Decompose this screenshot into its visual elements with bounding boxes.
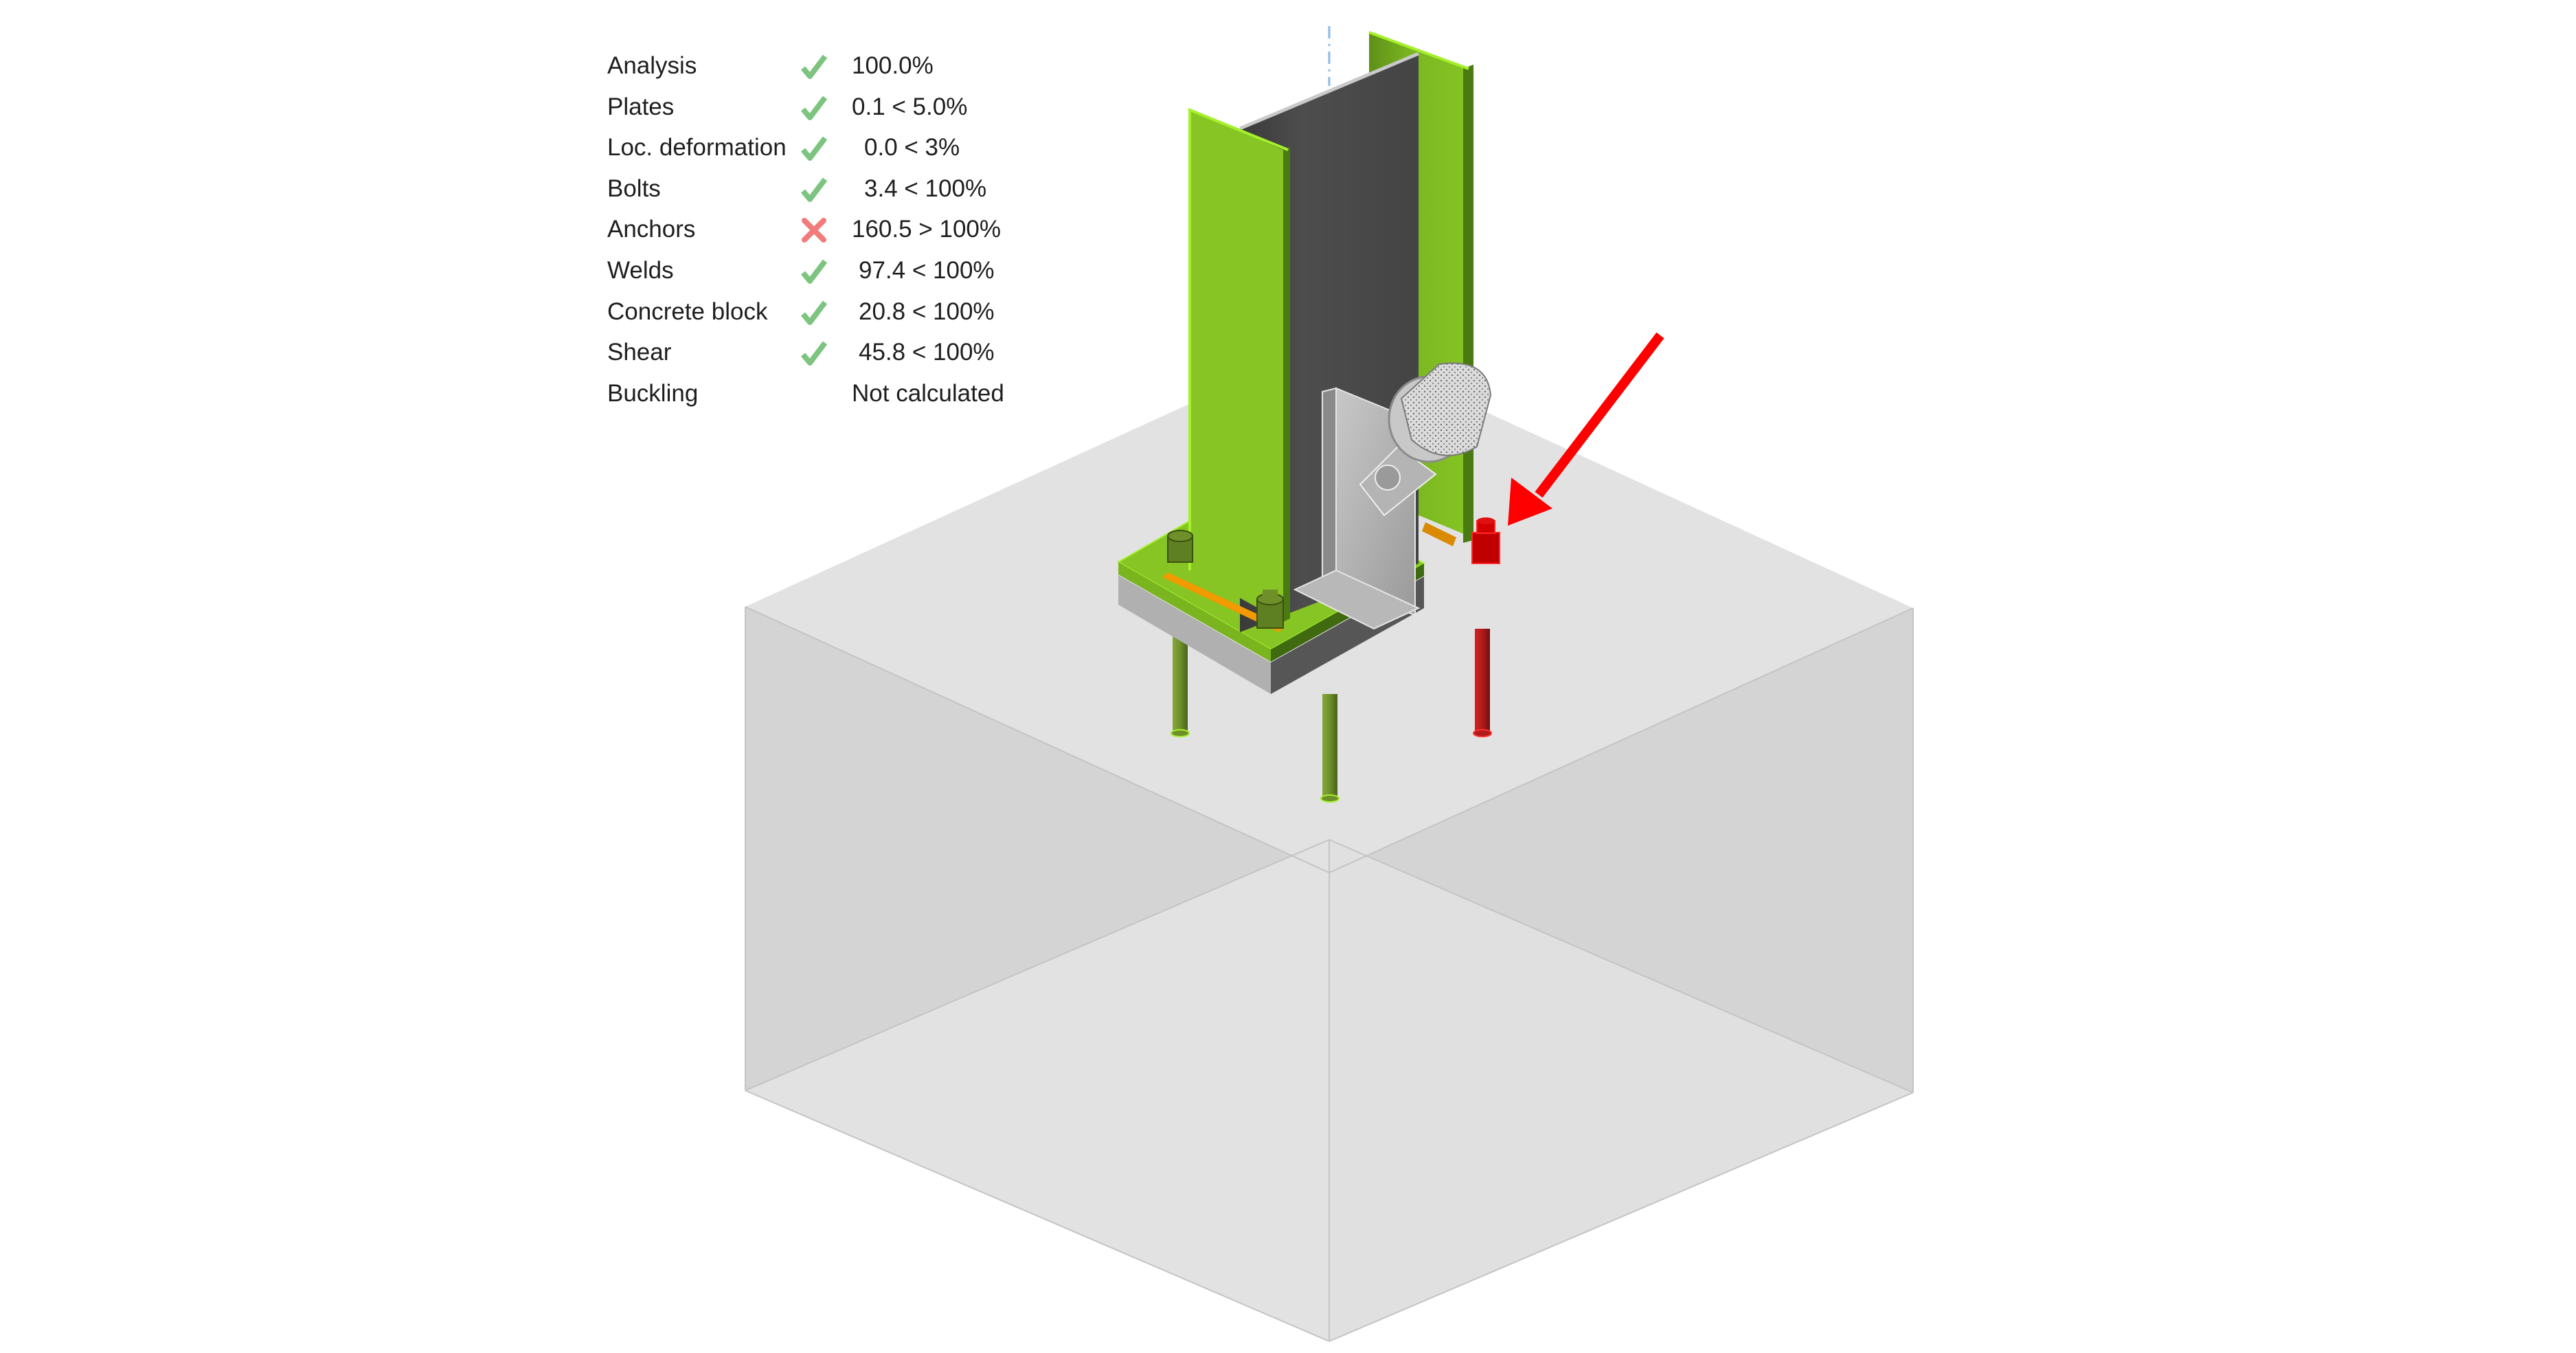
- result-value: 160.5 > 100%: [852, 216, 1001, 243]
- column-left-flange: [1190, 110, 1283, 622]
- result-row-anchors: Anchors 160.5 > 100%: [607, 213, 1088, 254]
- anchor-nut-left[interactable]: [1167, 530, 1193, 563]
- check-icon: [800, 341, 828, 366]
- result-label: Buckling: [607, 379, 699, 407]
- weld-left-flange[interactable]: [1162, 572, 1285, 632]
- result-label: Loc. deformation: [607, 134, 787, 161]
- result-value: 20.8 < 100%: [859, 298, 995, 325]
- mesh-cylinder: [1400, 362, 1492, 456]
- check-icon: [800, 96, 828, 120]
- anchor-rod-front[interactable]: [1322, 694, 1337, 798]
- result-value: 3.4 < 100%: [864, 175, 987, 202]
- anchor-rod-right-failing[interactable]: [1475, 629, 1490, 733]
- result-label: Plates: [607, 93, 675, 120]
- result-row-shear: Shear 45.8 < 100%: [607, 336, 1088, 377]
- result-value: 0.0 < 3%: [864, 134, 960, 161]
- concrete-bottom-right: [1329, 840, 1913, 1341]
- result-row-buckling: Buckling Not calculated: [607, 377, 1088, 418]
- result-row-analysis: Analysis 100.0%: [607, 49, 1088, 91]
- result-value: Not calculated: [852, 379, 1004, 407]
- result-row-welds: Welds 97.4 < 100%: [607, 254, 1088, 295]
- cross-icon: [802, 218, 826, 243]
- anchor-rods[interactable]: [1171, 629, 1492, 803]
- weld-right-flange[interactable]: [1422, 522, 1456, 546]
- anchor-nut-front[interactable]: [1256, 590, 1284, 629]
- cleat-bolt: [1375, 465, 1401, 491]
- check-icon: [800, 300, 828, 325]
- check-icon: [800, 177, 828, 202]
- result-row-loc-deformation: Loc. deformation 0.0 < 3%: [607, 131, 1088, 172]
- concrete-bottom-left: [745, 840, 1329, 1341]
- result-row-concrete-block: Concrete block 20.8 < 100%: [607, 295, 1088, 337]
- check-icon: [800, 136, 828, 161]
- result-label: Welds: [607, 256, 674, 284]
- result-value: 97.4 < 100%: [859, 256, 995, 284]
- welds[interactable]: [1162, 522, 1456, 632]
- anchor-nuts[interactable]: [1167, 517, 1500, 629]
- result-value: 0.1 < 5.0%: [852, 93, 968, 120]
- results-summary-table: Analysis 100.0% Plates 0.1 < 5.0% Loc. d…: [607, 49, 1088, 418]
- base-plate-left-edge: [1118, 562, 1271, 662]
- result-label: Anchors: [607, 216, 696, 243]
- result-label: Analysis: [607, 52, 697, 79]
- result-value: 45.8 < 100%: [859, 339, 995, 366]
- check-icon: [800, 54, 828, 79]
- result-row-plates: Plates 0.1 < 5.0%: [607, 91, 1088, 132]
- anchor-nut-right-failing[interactable]: [1471, 517, 1500, 564]
- result-label: Concrete block: [607, 298, 768, 325]
- shear-angle-cleat[interactable]: [1293, 362, 1492, 630]
- result-row-bolts: Bolts 3.4 < 100%: [607, 172, 1088, 214]
- result-value: 100.0%: [852, 52, 934, 79]
- annotation-arrow: [1508, 332, 1664, 526]
- result-label: Shear: [607, 339, 672, 366]
- anchor-rod-left[interactable]: [1173, 629, 1188, 733]
- check-icon: [800, 259, 828, 284]
- result-label: Bolts: [607, 175, 661, 202]
